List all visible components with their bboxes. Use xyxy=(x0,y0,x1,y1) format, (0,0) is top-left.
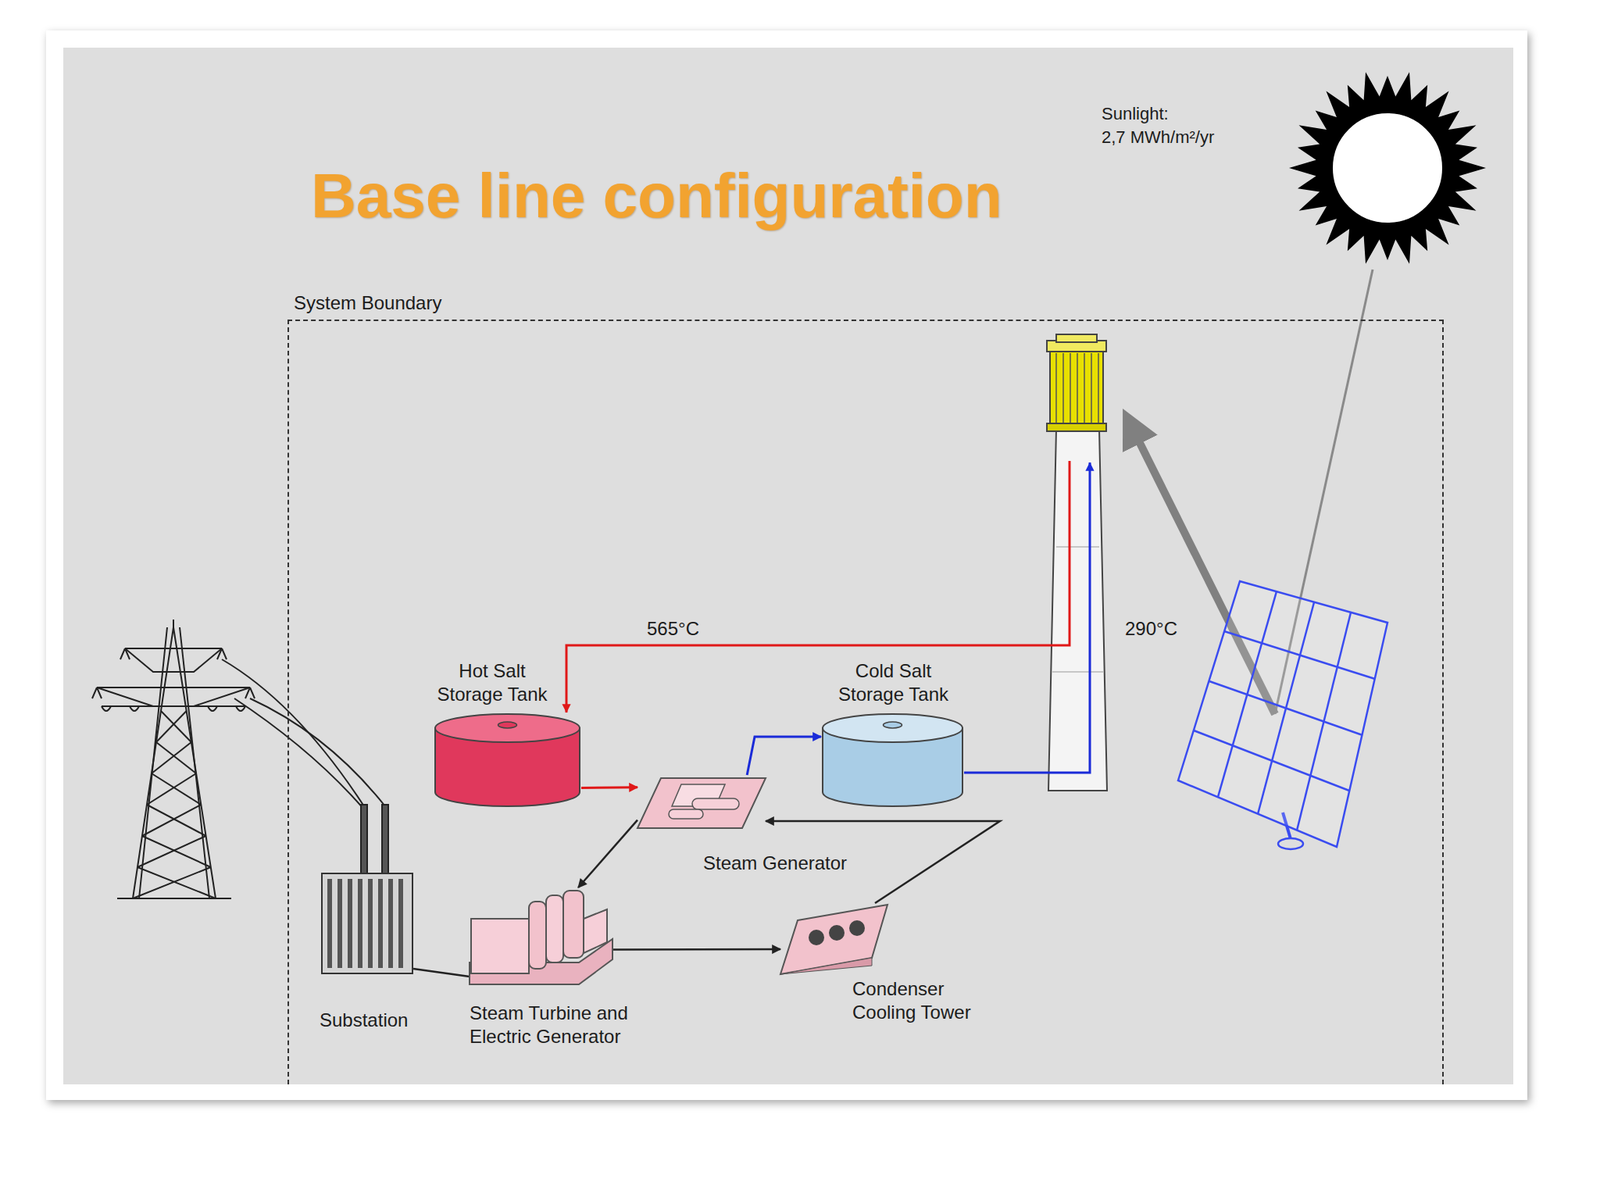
receiver-tube xyxy=(1097,353,1100,425)
transmission-tower xyxy=(92,619,255,899)
node-label: Substation xyxy=(319,1008,408,1033)
steam-generator-icon xyxy=(637,775,766,832)
tower-brace xyxy=(156,742,197,774)
steam-turbine: Steam Turbine and Electric Generator xyxy=(469,887,613,985)
sun xyxy=(1289,71,1486,265)
sun-disk xyxy=(1328,108,1447,228)
solar-tower xyxy=(1046,334,1108,791)
slide-title: Base line configuration xyxy=(310,160,1003,233)
substation: Substation xyxy=(321,872,414,975)
tower-brace xyxy=(132,867,211,899)
storage-tank xyxy=(433,714,582,807)
hot-salt-tank: Hot Salt Storage Tank xyxy=(433,714,582,807)
steam-generator: Steam Generator xyxy=(637,775,766,832)
tower-brace xyxy=(137,867,216,899)
node-label: Hot Salt Storage Tank xyxy=(429,659,555,707)
node-label: Steam Generator xyxy=(703,851,847,875)
tower-brace xyxy=(156,710,187,743)
cooling-tower-icon xyxy=(780,903,888,975)
tower-brace xyxy=(160,710,192,743)
sun-rays xyxy=(1289,71,1486,265)
receiver-tube xyxy=(1090,353,1093,425)
connector xyxy=(581,785,638,790)
tower-brace xyxy=(151,742,192,774)
tower-brace xyxy=(137,835,207,868)
connector xyxy=(413,968,470,977)
receiver-tube xyxy=(1055,353,1058,425)
connector xyxy=(578,820,638,888)
node-label: Cold Salt Storage Tank xyxy=(828,659,958,707)
heliostat xyxy=(1178,581,1388,850)
sunlight-label: Sunlight: xyxy=(1101,103,1169,125)
tower-brace xyxy=(142,804,201,836)
system-boundary: System BoundaryHot Salt Storage TankCold… xyxy=(287,319,1444,1085)
connector xyxy=(612,948,781,951)
tower-brace xyxy=(146,804,207,836)
tower-brace xyxy=(142,835,211,868)
irradiance-value: 2,7 MWh/m²/yr xyxy=(1101,126,1215,149)
substation-icon xyxy=(321,872,414,975)
node-label: System Boundary xyxy=(293,291,442,315)
cooling-tower: Condenser Cooling Tower xyxy=(780,903,888,975)
cold-salt-tank: Cold Salt Storage Tank xyxy=(821,714,965,807)
temperature-label: 290°C xyxy=(1125,617,1178,641)
tower-brace xyxy=(151,773,201,805)
tower-brace xyxy=(146,773,197,805)
node-label: Condenser Cooling Tower xyxy=(852,977,990,1025)
receiver-tube xyxy=(1076,353,1079,425)
temperature-label: 565°C xyxy=(646,617,700,641)
power-line xyxy=(221,659,389,874)
storage-tank xyxy=(821,714,965,807)
cold-salt-line xyxy=(964,462,1090,773)
turbine-icon xyxy=(469,887,613,985)
receiver-tube xyxy=(1062,353,1065,425)
receiver-tube xyxy=(1069,353,1072,425)
receiver-tube xyxy=(1083,353,1086,425)
hot-salt-line xyxy=(566,460,1070,713)
node-label: Steam Turbine and Electric Generator xyxy=(469,1001,689,1049)
connector xyxy=(746,736,822,775)
